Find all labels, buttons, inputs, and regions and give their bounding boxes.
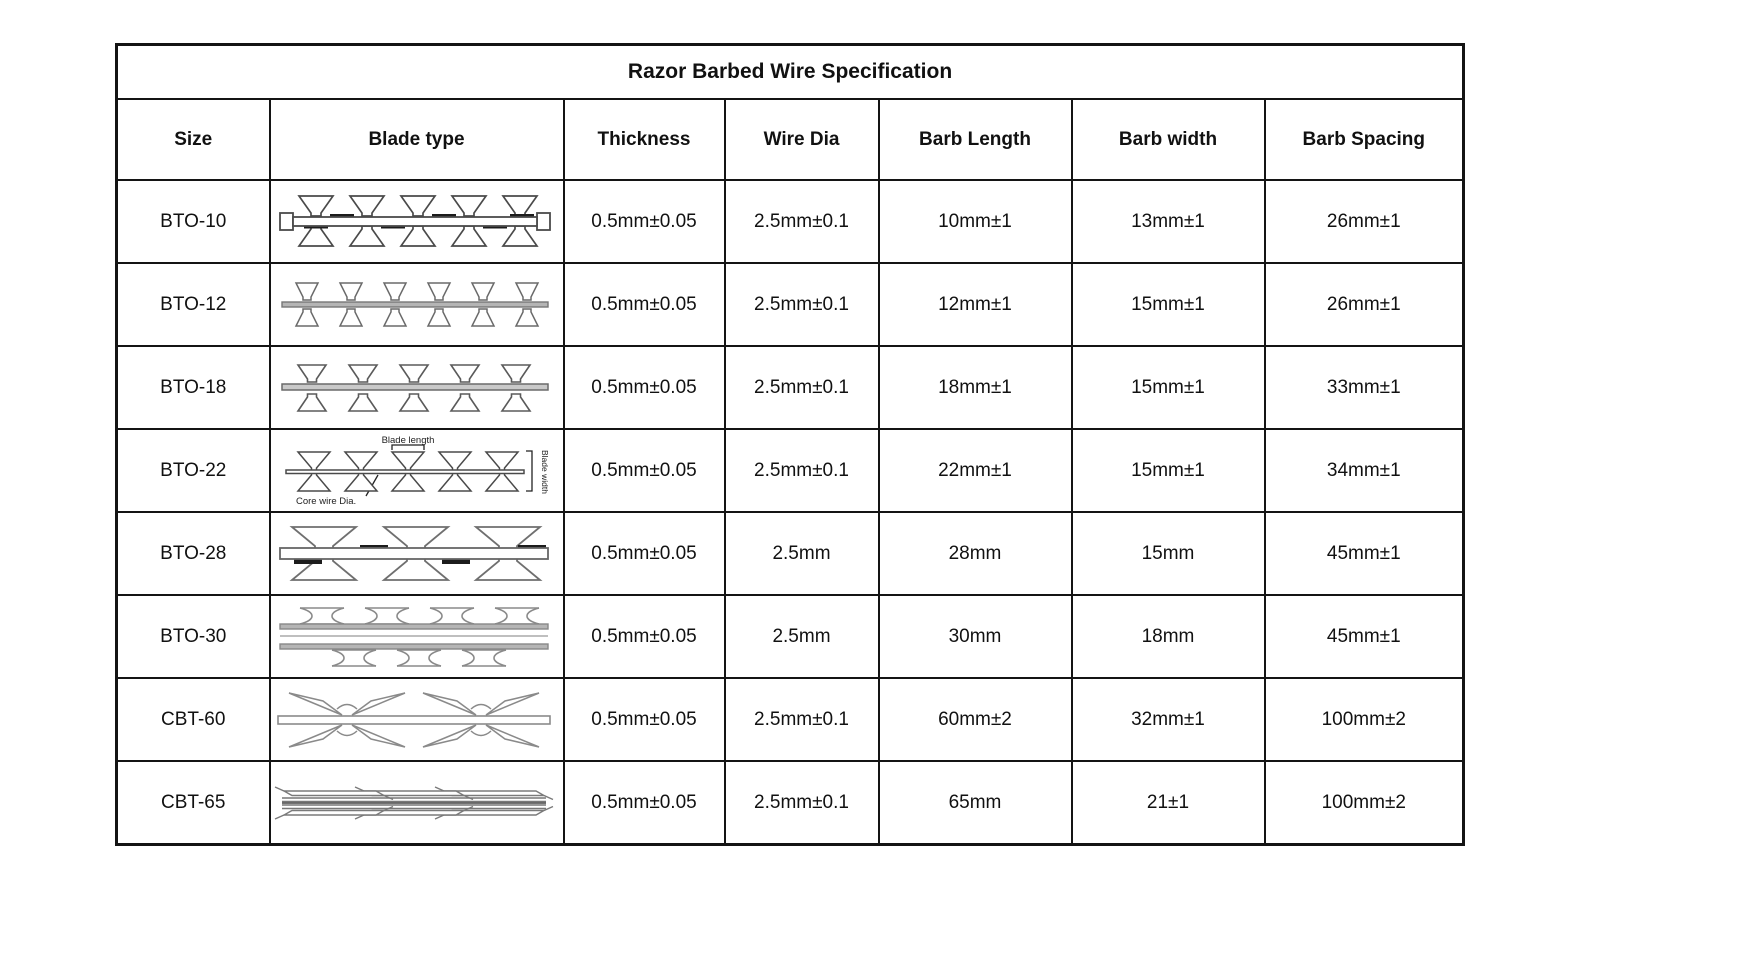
blade-type-cell [268,345,565,430]
barb-spacing-cell: 26mm±1 [1263,179,1465,264]
bto-30-razor-profile-image [278,606,549,667]
blade-width-label: Blade width [540,450,550,494]
size-cell: BTO-22 [115,428,271,513]
thickness-cell: 0.5mm±0.05 [562,511,726,596]
barb-spacing-cell: 100mm±2 [1263,677,1465,762]
barb-spacing-cell: 45mm±1 [1263,511,1465,596]
col-header-wire-dia: Wire Dia [723,98,880,181]
blade-type-cell [268,511,565,596]
barb-width-cell: 32mm±1 [1070,677,1266,762]
col-header-thickness: Thickness [562,98,726,181]
table-title-row: Razor Barbed Wire Specification [115,43,1465,100]
thickness-cell: 0.5mm±0.05 [562,594,726,679]
barb-spacing-cell: 34mm±1 [1263,428,1465,513]
wire-dia-cell: 2.5mm±0.1 [723,428,880,513]
col-header-size: Size [115,98,271,181]
col-header-barb-length: Barb Length [877,98,1073,181]
wire-dia-cell: 2.5mm [723,594,880,679]
blade-type-cell [268,760,565,846]
wire-dia-cell: 2.5mm±0.1 [723,760,880,846]
barb-length-cell: 10mm±1 [877,179,1073,264]
size-cell: BTO-10 [115,179,271,264]
barb-spacing-cell: 33mm±1 [1263,345,1465,430]
spec-table-container: Razor Barbed Wire Specification Size Bla… [115,43,1466,846]
table-row-bto-28: BTO-28 0.5mm±0.05 2.5mm 28mm 15mm 45mm±1 [115,511,1465,596]
barb-length-cell: 18mm±1 [877,345,1073,430]
razor-barbed-wire-spec-table: Razor Barbed Wire Specification Size Bla… [115,43,1466,846]
size-cell: BTO-12 [115,262,271,347]
blade-type-cell [268,262,565,347]
blade-type-cell [268,179,565,264]
wire-dia-cell: 2.5mm±0.1 [723,677,880,762]
blade-type-cell [268,677,565,762]
table-row-bto-18: BTO-18 0.5mm±0.05 2.5mm±0.1 18mm±1 15mm±… [115,345,1465,430]
col-header-barb-spacing: Barb Spacing [1263,98,1465,181]
table-row-bto-10: BTO-10 0.5mm±0.05 2.5mm±0.1 10mm±1 13mm±… [115,179,1465,264]
wire-dia-cell: 2.5mm±0.1 [723,179,880,264]
table-row-bto-12: BTO-12 0.5mm±0.05 2.5mm±0.1 12mm±1 15mm±… [115,262,1465,347]
barb-length-cell: 30mm [877,594,1073,679]
cbt-60-razor-profile-image [276,691,551,748]
table-header-row: Size Blade type Thickness Wire Dia Barb … [115,98,1465,181]
barb-length-cell: 60mm±2 [877,677,1073,762]
barb-width-cell: 21±1 [1070,760,1266,846]
bto-12-razor-profile-image [280,281,549,327]
barb-width-cell: 15mm [1070,511,1266,596]
barb-width-cell: 15mm±1 [1070,428,1266,513]
blade-length-label: Blade length [381,435,434,446]
size-cell: BTO-28 [115,511,271,596]
bto-22-razor-profile-annotated-image: Blade length Core wire Dia. Blade width [284,435,550,507]
table-title: Razor Barbed Wire Specification [115,43,1465,100]
size-cell: CBT-65 [115,760,271,846]
blade-type-cell [268,594,565,679]
size-cell: BTO-30 [115,594,271,679]
barb-width-cell: 18mm [1070,594,1266,679]
col-header-barb-width: Barb width [1070,98,1266,181]
table-row-bto-22: BTO-22 Blade length Core wire Dia. Blade… [115,428,1465,513]
barb-width-cell: 15mm±1 [1070,345,1266,430]
wire-dia-cell: 2.5mm [723,511,880,596]
thickness-cell: 0.5mm±0.05 [562,428,726,513]
thickness-cell: 0.5mm±0.05 [562,345,726,430]
table-row-cbt-65: CBT-65 0.5mm±0.05 2.5mm±0.1 65mm 21±1 10… [115,760,1465,846]
bto-10-razor-profile-image [278,194,551,247]
col-header-blade-type: Blade type [268,98,565,181]
size-cell: BTO-18 [115,345,271,430]
bto-18-razor-profile-image [280,363,549,412]
core-wire-dia-label: Core wire Dia. [296,496,356,507]
size-cell: CBT-60 [115,677,271,762]
barb-length-cell: 28mm [877,511,1073,596]
thickness-cell: 0.5mm±0.05 [562,760,726,846]
barb-width-cell: 15mm±1 [1070,262,1266,347]
wire-dia-cell: 2.5mm±0.1 [723,345,880,430]
thickness-cell: 0.5mm±0.05 [562,677,726,762]
thickness-cell: 0.5mm±0.05 [562,262,726,347]
blade-type-cell: Blade length Core wire Dia. Blade width [268,428,565,513]
thickness-cell: 0.5mm±0.05 [562,179,726,264]
table-row-bto-30: BTO-30 0.5mm±0.05 2.5mm 30mm 18mm 45mm±1 [115,594,1465,679]
barb-spacing-cell: 26mm±1 [1263,262,1465,347]
barb-spacing-cell: 45mm±1 [1263,594,1465,679]
barb-length-cell: 65mm [877,760,1073,846]
barb-length-cell: 22mm±1 [877,428,1073,513]
bto-28-razor-profile-image [278,525,549,581]
table-row-cbt-60: CBT-60 0.5mm±0.05 2.5mm±0.1 60mm±2 32mm±… [115,677,1465,762]
cbt-65-razor-profile-image [274,785,553,820]
wire-dia-cell: 2.5mm±0.1 [723,262,880,347]
barb-spacing-cell: 100mm±2 [1263,760,1465,846]
barb-width-cell: 13mm±1 [1070,179,1266,264]
barb-length-cell: 12mm±1 [877,262,1073,347]
